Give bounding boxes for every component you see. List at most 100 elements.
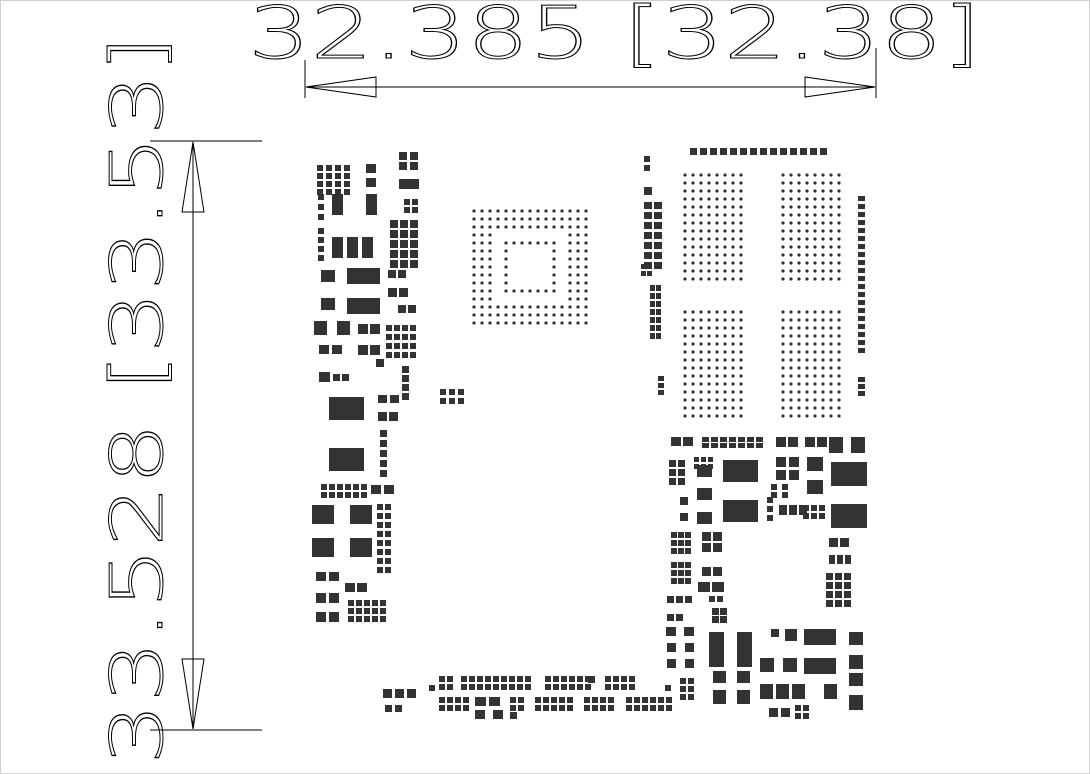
bga-ball-pad bbox=[584, 265, 588, 269]
passive-pad bbox=[358, 345, 368, 355]
bga-ball-pad bbox=[829, 253, 833, 257]
passive-pad bbox=[702, 437, 709, 442]
bga-ball-pad bbox=[576, 233, 580, 237]
passive-pad bbox=[321, 492, 327, 498]
passive-pad bbox=[858, 332, 865, 337]
passive-pad bbox=[650, 309, 655, 315]
passive-pad bbox=[811, 505, 817, 511]
passive-pad bbox=[318, 214, 324, 220]
bga-ball-pad bbox=[699, 261, 703, 265]
passive-pad bbox=[370, 324, 380, 334]
passive-pad bbox=[858, 276, 865, 281]
passive-pad bbox=[702, 567, 711, 576]
ic-pad bbox=[362, 237, 373, 258]
passive-pad bbox=[553, 684, 559, 690]
bga-ball-pad bbox=[813, 173, 817, 177]
passive-pad bbox=[337, 492, 343, 498]
bga-ball-pad bbox=[731, 310, 735, 314]
bga-ball-pad bbox=[504, 313, 508, 317]
passive-pad bbox=[626, 697, 632, 703]
passive-pad bbox=[803, 513, 809, 519]
bga-ball-pad bbox=[683, 374, 687, 378]
passive-pad bbox=[458, 389, 464, 395]
passive-pad bbox=[835, 573, 842, 580]
passive-pad bbox=[858, 252, 865, 257]
bga-ball-pad bbox=[496, 217, 500, 221]
passive-pad bbox=[518, 705, 524, 711]
passive-pad bbox=[378, 412, 387, 421]
bga-ball-pad bbox=[739, 406, 743, 410]
bga-ball-pad bbox=[731, 253, 735, 257]
passive-pad bbox=[613, 676, 619, 682]
passive-pad bbox=[395, 705, 402, 712]
bga-ball-pad bbox=[504, 249, 508, 253]
bga-ball-pad bbox=[837, 318, 841, 322]
bga-ball-pad bbox=[731, 205, 735, 209]
bga-ball-pad bbox=[829, 237, 833, 241]
passive-pad bbox=[621, 676, 627, 682]
bga-ball-pad bbox=[829, 310, 833, 314]
bga-ball-pad bbox=[683, 181, 687, 185]
bga-ball-pad bbox=[544, 289, 548, 293]
passive-pad bbox=[795, 705, 801, 711]
passive-pad bbox=[388, 270, 396, 278]
bga-ball-pad bbox=[699, 414, 703, 418]
passive-pad bbox=[364, 608, 370, 614]
bga-ball-pad bbox=[813, 374, 817, 378]
bga-ball-pad bbox=[691, 245, 695, 249]
passive-pad bbox=[658, 383, 664, 388]
passive-pad bbox=[678, 562, 684, 568]
passive-pad bbox=[561, 684, 567, 690]
bga-ball-pad bbox=[797, 366, 801, 370]
bga-ball-pad bbox=[584, 305, 588, 309]
passive-pad bbox=[475, 710, 485, 719]
passive-pad bbox=[316, 572, 326, 581]
bga-ball-pad bbox=[789, 221, 793, 225]
ic-pad bbox=[312, 538, 334, 557]
passive-pad bbox=[849, 695, 863, 710]
passive-pad bbox=[712, 582, 724, 592]
passive-pad bbox=[394, 325, 400, 331]
bga-ball-pad bbox=[723, 277, 727, 281]
passive-pad bbox=[702, 543, 711, 552]
bga-ball-pad bbox=[821, 406, 825, 410]
bga-ball-pad bbox=[813, 350, 817, 354]
passive-pad bbox=[858, 236, 865, 241]
bga-ball-pad bbox=[723, 261, 727, 265]
bga-ball-pad bbox=[544, 305, 548, 309]
passive-pad bbox=[390, 220, 398, 228]
passive-pad bbox=[826, 573, 833, 580]
bga-ball-pad bbox=[805, 414, 809, 418]
passive-pad bbox=[712, 608, 719, 615]
bga-ball-pad bbox=[805, 342, 809, 346]
bga-ball-pad bbox=[552, 281, 556, 285]
bga-ball-pad bbox=[837, 221, 841, 225]
passive-pad bbox=[561, 676, 567, 682]
bga-ball-pad bbox=[821, 382, 825, 386]
bga-ball-pad bbox=[805, 390, 809, 394]
passive-pad bbox=[394, 334, 400, 340]
passive-pad bbox=[658, 390, 664, 395]
bga-ball-pad bbox=[789, 229, 793, 233]
passive-pad bbox=[410, 250, 418, 258]
bga-ball-pad bbox=[699, 406, 703, 410]
passive-pad bbox=[377, 504, 383, 510]
passive-pad bbox=[318, 237, 324, 243]
bga-ball-pad bbox=[683, 390, 687, 394]
passive-pad bbox=[641, 264, 646, 269]
bga-ball-pad bbox=[480, 313, 484, 317]
bga-ball-pad bbox=[781, 382, 785, 386]
passive-pad bbox=[697, 465, 712, 477]
bga-ball-pad bbox=[560, 217, 564, 221]
bga-ball-pad bbox=[781, 205, 785, 209]
passive-pad bbox=[708, 457, 713, 462]
bga-ball-pad bbox=[837, 229, 841, 233]
bga-ball-pad bbox=[472, 257, 476, 261]
passive-pad bbox=[509, 676, 515, 682]
bga-ball-pad bbox=[781, 253, 785, 257]
bga-ball-pad bbox=[715, 237, 719, 241]
bga-ball-pad bbox=[715, 318, 719, 322]
passive-pad bbox=[337, 484, 343, 490]
passive-pad bbox=[644, 202, 652, 209]
passive-pad bbox=[667, 596, 674, 603]
